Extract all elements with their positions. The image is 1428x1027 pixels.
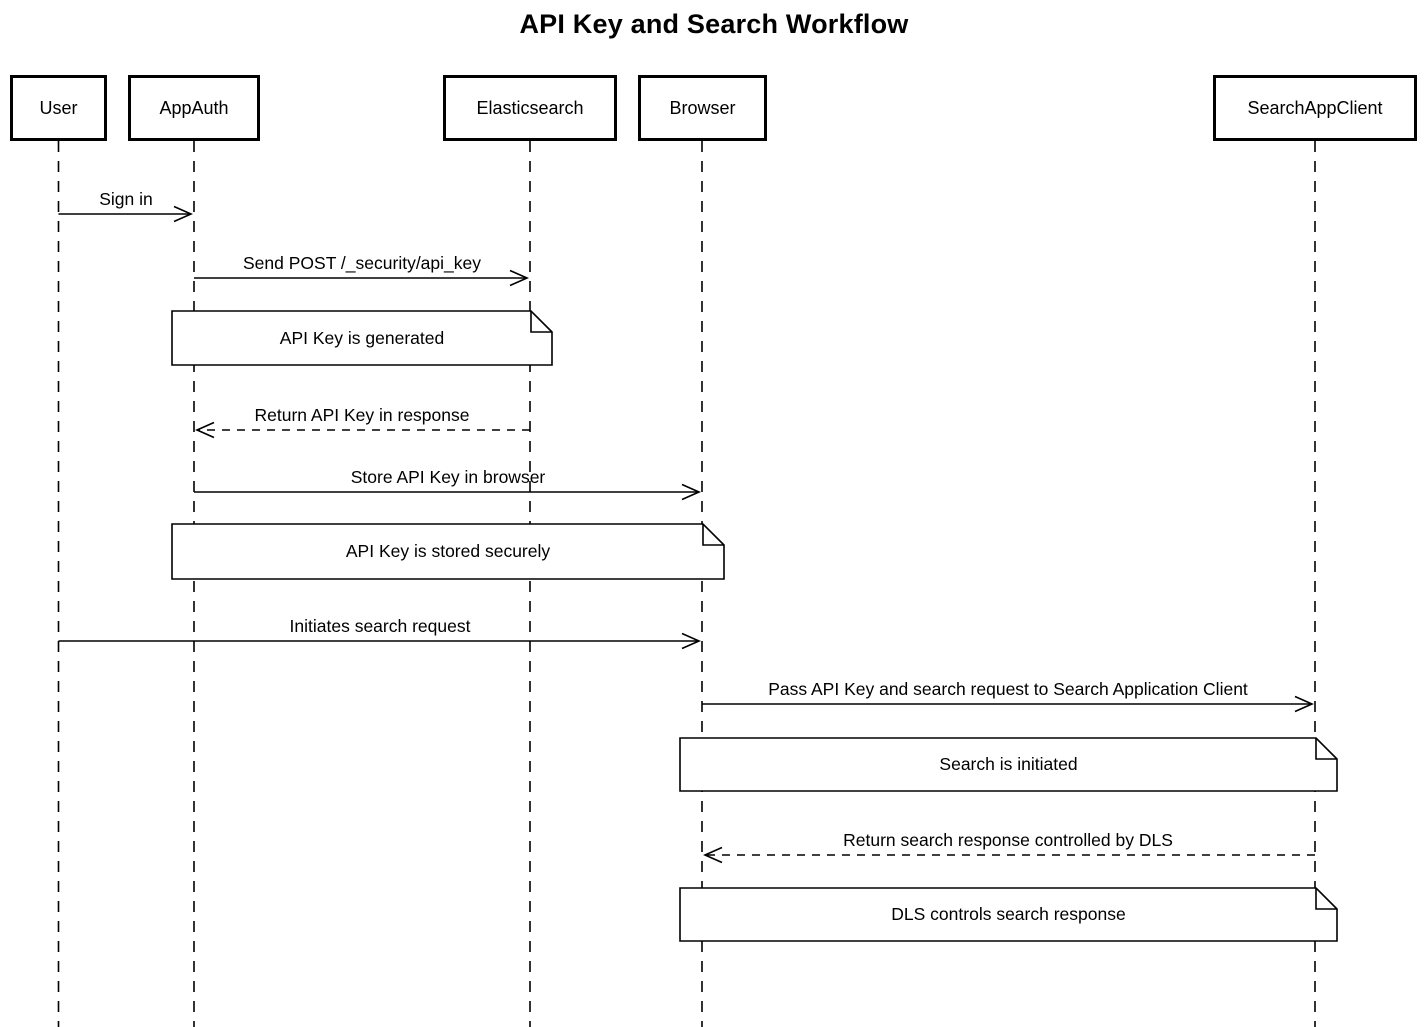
- participant-user-label: User: [39, 97, 78, 118]
- participant-appauth: AppAuth: [128, 75, 260, 141]
- message-arrows: [58, 205, 1315, 864]
- note-shape-search-initiated: [679, 737, 1338, 792]
- participant-elasticsearch: Elasticsearch: [443, 75, 617, 141]
- note-shape-api-key-stored: [171, 523, 725, 580]
- note-label-api-key-generated: API Key is generated: [279, 327, 445, 348]
- message-label-return-api-key: Return API Key in response: [254, 405, 470, 425]
- message-label-store-api-key: Store API Key in browser: [350, 467, 546, 487]
- participant-browser-label: Browser: [669, 97, 736, 118]
- participant-browser: Browser: [638, 75, 767, 141]
- note-label-dls-controls: DLS controls search response: [891, 904, 1126, 924]
- message-label-sign-in: Sign in: [99, 189, 153, 209]
- arrow-return-api-key: [195, 421, 530, 439]
- lifelines: [57, 141, 1316, 1027]
- note-label-search-initiated: Search is initiated: [939, 754, 1078, 774]
- participant-appauth-label: AppAuth: [159, 97, 229, 118]
- participant-searchappclient: SearchAppClient: [1213, 75, 1417, 141]
- arrow-send-post-api-key: [194, 269, 529, 287]
- message-label-send-post: Send POST /_security/api_key: [243, 253, 481, 273]
- note-shapes: [171, 310, 1338, 942]
- diagram-title: API Key and Search Workflow: [519, 9, 909, 39]
- participant-searchappclient-label: SearchAppClient: [1247, 97, 1383, 118]
- participant-elasticsearch-label: Elasticsearch: [476, 97, 584, 118]
- note-label-api-key-stored: API Key is stored securely: [345, 541, 551, 561]
- arrow-pass-api-key: [702, 695, 1314, 713]
- note-shape-dls-controls: [679, 887, 1338, 942]
- message-label-return-search-response: Return search response controlled by DLS: [843, 830, 1173, 850]
- arrow-store-api-key: [194, 483, 701, 501]
- arrow-initiates-search: [58, 632, 701, 650]
- arrow-sign-in: [58, 205, 193, 223]
- message-label-pass-api-key: Pass API Key and search request to Searc…: [768, 679, 1248, 699]
- participant-user: User: [10, 75, 107, 141]
- arrow-return-search-response: [703, 846, 1315, 864]
- message-label-initiates-search: Initiates search request: [289, 616, 471, 636]
- note-shape-api-key-generated: [171, 310, 553, 366]
